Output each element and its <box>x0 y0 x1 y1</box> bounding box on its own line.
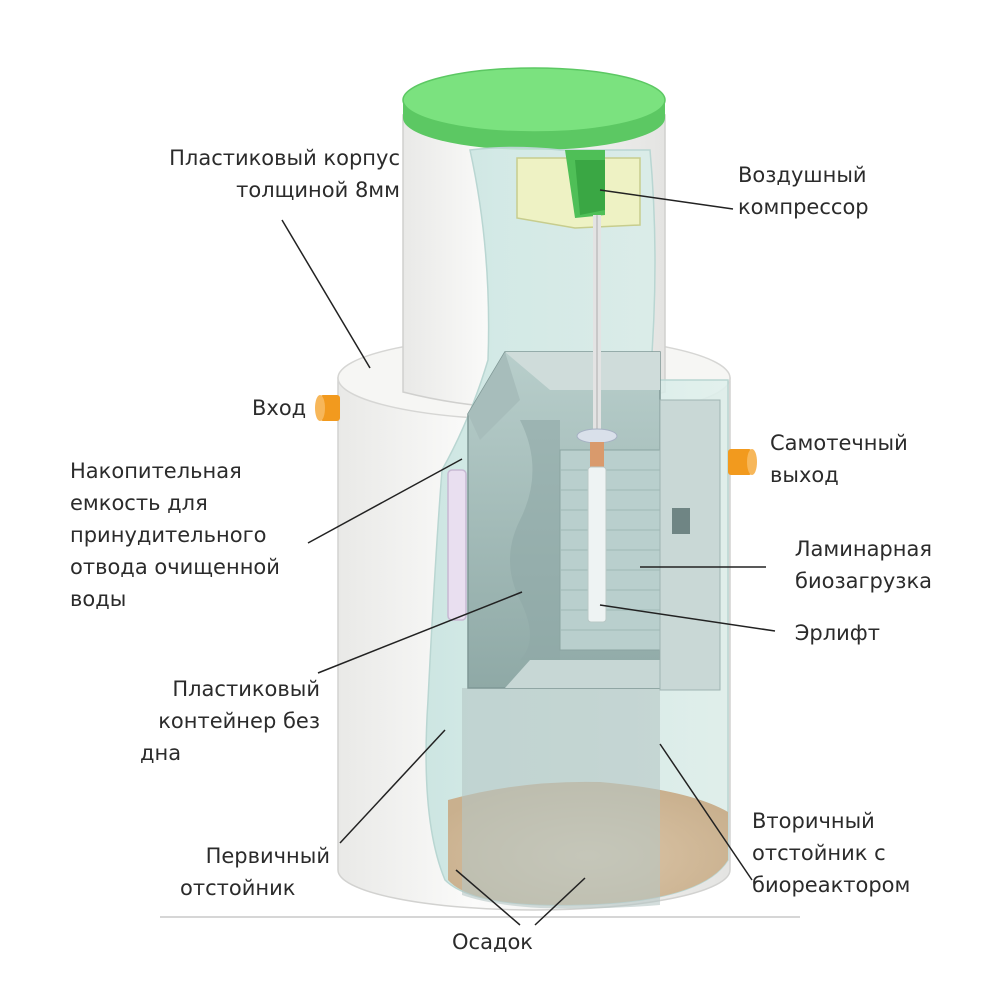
leader-primary <box>339 729 446 844</box>
label-air-compressor: Воздушный компрессор <box>738 163 869 219</box>
leader-secondary <box>659 743 753 881</box>
inner-container <box>467 351 661 689</box>
compressor <box>516 150 641 229</box>
leader-body <box>281 219 371 369</box>
leader-sediment-left <box>455 869 521 926</box>
label-sediment: Осадок <box>452 930 533 954</box>
label-primary-settler: Первичный отстойник <box>180 844 330 900</box>
label-inlet: Вход <box>252 396 307 420</box>
label-secondary-settler: Вторичный отстойник с биореактором <box>752 809 911 897</box>
label-plastic-container: Пластиковый контейнер без дна <box>140 677 320 765</box>
lid <box>402 67 666 150</box>
label-plastic-body: Пластиковый корпус толщиной 8мм <box>169 146 400 202</box>
label-airlift: Эрлифт <box>794 621 880 645</box>
leader-sediment-right <box>534 877 586 926</box>
airlift <box>576 215 618 623</box>
storage-container <box>447 469 467 621</box>
right-chamber <box>659 399 721 691</box>
outlet-pipe <box>728 449 757 475</box>
partition-wall <box>462 688 660 909</box>
leader-storage <box>307 458 463 544</box>
leader-lines <box>281 189 776 926</box>
label-laminar-bioload: Ламинарная биозагрузка <box>794 537 932 593</box>
leader-airlift <box>599 604 776 632</box>
label-storage-tank: Накопительная емкость для принудительног… <box>70 459 280 611</box>
leader-container <box>317 591 523 674</box>
label-gravity-outlet: Самотечный выход <box>770 431 908 487</box>
inlet-pipe <box>315 395 340 421</box>
leader-compressor <box>599 189 734 210</box>
